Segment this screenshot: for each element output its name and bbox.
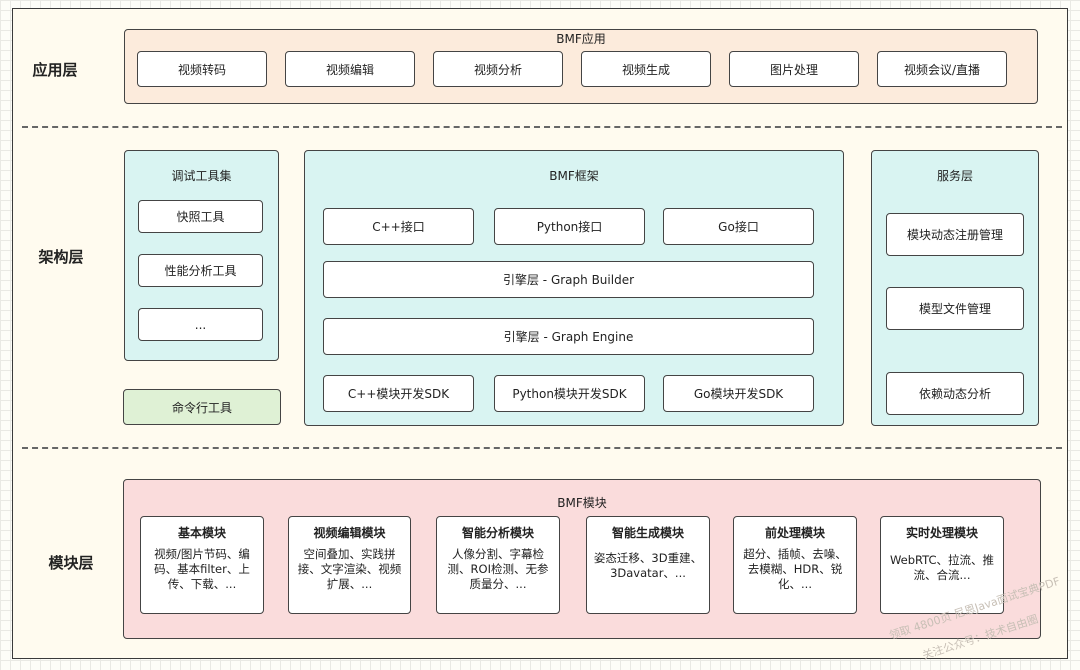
debug-tool-snapshot: 快照工具 [138,200,263,233]
module-card-preprocess: 前处理模块 超分、插帧、去噪、去模糊、HDR、锐化、... [733,516,857,614]
app-item-transcode: 视频转码 [137,51,267,87]
module-card-basic: 基本模块 视频/图片节码、编码、基本filter、上传、下载、... [140,516,264,614]
module-card-desc: 空间叠加、实践拼接、文字渲染、视频扩展、... [297,547,402,591]
layer-divider-top [22,126,1062,128]
service-title: 服务层 [936,169,973,183]
module-card-desc: 超分、插帧、去噪、去模糊、HDR、锐化、... [743,547,847,591]
module-card-desc: WebRTC、拉流、推流、合流... [889,553,995,582]
interface-go: Go接口 [663,208,814,245]
graph-builder-box: 引擎层 - Graph Builder [323,261,814,298]
layer-label-arch: 架构层 [38,248,84,266]
app-item-conference: 视频会议/直播 [877,51,1007,87]
service-dependency-analysis: 依赖动态分析 [886,372,1024,415]
module-card-desc: 姿态迁移、3D重建、3Davatar、... [593,551,703,580]
module-card-smart-generate: 智能生成模块 姿态迁移、3D重建、3Davatar、... [586,516,710,614]
layer-label-module: 模块层 [48,554,94,572]
app-item-generate: 视频生成 [581,51,711,87]
app-group-title: BMF应用 [556,32,606,46]
app-item-analysis: 视频分析 [433,51,563,87]
module-card-desc: 人像分割、字幕检测、ROI检测、无参质量分、... [447,547,549,591]
module-card-realtime: 实时处理模块 WebRTC、拉流、推流、合流... [880,516,1004,614]
cli-tool-box: 命令行工具 [123,389,281,425]
service-model-files: 模型文件管理 [886,287,1024,330]
debug-tool-profiler: 性能分析工具 [138,254,263,287]
module-card-desc: 视频/图片节码、编码、基本filter、上传、下载、... [154,547,250,591]
layer-label-app: 应用层 [32,61,78,79]
module-card-title: 智能生成模块 [611,526,684,540]
app-item-edit: 视频编辑 [285,51,415,87]
module-card-video-edit: 视频编辑模块 空间叠加、实践拼接、文字渲染、视频扩展、... [288,516,411,614]
interface-cpp: C++接口 [323,208,474,245]
modules-title: BMF模块 [557,496,607,510]
interface-python: Python接口 [494,208,645,245]
sdk-cpp: C++模块开发SDK [323,375,474,412]
graph-engine-box: 引擎层 - Graph Engine [323,318,814,355]
app-item-image: 图片处理 [729,51,859,87]
sdk-python: Python模块开发SDK [494,375,645,412]
debug-tool-more: ... [138,308,263,341]
module-card-smart-analysis: 智能分析模块 人像分割、字幕检测、ROI检测、无参质量分、... [436,516,560,614]
module-card-title: 视频编辑模块 [313,526,386,540]
sdk-go: Go模块开发SDK [663,375,814,412]
service-module-registry: 模块动态注册管理 [886,213,1024,256]
framework-title: BMF框架 [549,169,599,183]
debug-tools-title: 调试工具集 [171,169,232,183]
layer-divider-bottom [22,447,1062,449]
module-card-title: 前处理模块 [764,526,825,540]
module-card-title: 基本模块 [177,526,226,540]
module-card-title: 实时处理模块 [905,526,978,540]
module-card-title: 智能分析模块 [461,526,534,540]
